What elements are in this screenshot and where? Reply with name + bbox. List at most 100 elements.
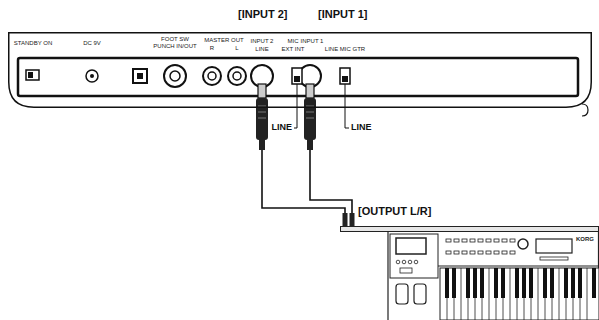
- illustration-part: [559, 268, 560, 320]
- switch-knob: [28, 72, 33, 78]
- illustration-part: [536, 239, 572, 253]
- panel-label: MIC: [288, 38, 299, 45]
- panel-label: INPUT 2: [251, 38, 274, 45]
- illustration-part: [515, 268, 519, 298]
- illustration-part: [473, 268, 477, 298]
- illustration-part: [587, 268, 588, 320]
- switch-setting: LINE: [351, 123, 372, 133]
- illustration-part: [9, 33, 592, 108]
- illustration-part: [592, 268, 596, 298]
- jack-name: [INPUT 1]: [318, 8, 368, 20]
- panel-label: DC 9V: [83, 40, 101, 47]
- illustration-part: [489, 268, 490, 320]
- master-out-jack: [203, 67, 221, 85]
- phone-plug: [350, 213, 355, 226]
- strap-hook: [582, 104, 588, 116]
- jack-hole: [170, 71, 180, 81]
- illustration-part: [478, 239, 483, 242]
- plug-collar: [306, 84, 314, 98]
- phone-plug: [256, 84, 268, 150]
- usb-port: [133, 69, 147, 83]
- illustration-part: [454, 251, 459, 254]
- leader-line: [294, 84, 297, 128]
- rear-panel: [18, 58, 578, 96]
- illustration-part: [510, 268, 511, 320]
- illustration-part: [510, 239, 515, 242]
- input-switch: [340, 68, 350, 84]
- plug-grip: [256, 98, 268, 140]
- illustration-part: [408, 260, 412, 264]
- illustration-part: [564, 268, 568, 298]
- illustration-part: [390, 234, 438, 278]
- usb-core: [137, 73, 143, 79]
- switch-knob: [294, 76, 300, 82]
- switch-setting: LINE: [271, 123, 292, 133]
- brand-logo: KORG: [576, 236, 594, 243]
- keyboard-body: [341, 227, 599, 320]
- phone-plug: [343, 213, 348, 226]
- illustration-part: [462, 251, 467, 254]
- illustration-part: [486, 239, 491, 242]
- illustration-part: [494, 251, 499, 254]
- dc-jack: [86, 70, 98, 82]
- panel-label: LINE: [255, 46, 268, 53]
- illustration-part: [502, 239, 507, 242]
- illustration-part: [454, 239, 459, 242]
- illustration-part: [470, 239, 475, 242]
- illustration-part: [571, 268, 575, 298]
- panel-label: EXT INT: [282, 46, 305, 53]
- illustration-part: [402, 260, 406, 264]
- illustration-part: [494, 268, 498, 298]
- illustration-part: [529, 268, 533, 298]
- audio-cable: [262, 108, 345, 226]
- panel-label: STANDBY ON: [14, 40, 52, 47]
- jack-hole: [208, 72, 216, 80]
- illustration-part: [396, 284, 408, 304]
- illustration-part: [540, 257, 568, 260]
- panel-label: INPUT 1: [301, 38, 324, 45]
- illustration-part: [502, 251, 507, 254]
- plug-tail: [307, 140, 313, 150]
- illustration-part: [396, 238, 426, 254]
- switch-knob: [342, 76, 348, 82]
- illustration-part: [501, 268, 505, 298]
- illustration-part: [578, 268, 582, 298]
- illustration-part: [466, 268, 470, 298]
- panel-label: R: [210, 45, 214, 52]
- jack-name: [INPUT 2]: [238, 8, 288, 20]
- illustration-part: [414, 284, 426, 304]
- panel-label: L: [235, 45, 238, 52]
- panel-label: FOOT SW PUNCH IN/OUT: [152, 36, 198, 49]
- illustration-part: [550, 268, 554, 298]
- illustration-part: [518, 239, 528, 249]
- illustration-part: [462, 239, 467, 242]
- phone-plug: [304, 84, 316, 150]
- illustration-part: [341, 227, 599, 232]
- plug-collar: [258, 84, 266, 98]
- jack-name: [OUTPUT L/R]: [358, 205, 431, 217]
- illustration-part: [522, 268, 526, 298]
- master-out-jack: [228, 67, 246, 85]
- illustration-part: [446, 251, 451, 254]
- illustration-part: [452, 268, 456, 298]
- leader-line: [345, 84, 349, 128]
- illustration-part: [480, 268, 484, 298]
- illustration-part: [396, 260, 400, 264]
- illustration-part: [414, 260, 418, 264]
- illustration-part: [461, 268, 462, 320]
- panel-label: MASTER OUT: [204, 37, 243, 44]
- input-switch: [292, 68, 302, 84]
- illustration-part: [445, 268, 449, 298]
- illustration-part: [543, 268, 547, 298]
- illustration-part: [478, 251, 483, 254]
- illustration-part: [446, 239, 451, 242]
- foot-switch-jack: [164, 65, 186, 87]
- illustration-part: [388, 232, 599, 320]
- illustration-part: [440, 268, 599, 320]
- recorder-body: STANDBY ON DC 9V FOOT SW PUNCH IN/OUT MASTE…: [8, 32, 592, 108]
- illustration-part: [400, 268, 412, 273]
- audio-cable: [310, 108, 352, 226]
- standby-switch: [26, 70, 39, 80]
- illustration-part: [470, 251, 475, 254]
- illustration-part: [510, 251, 515, 254]
